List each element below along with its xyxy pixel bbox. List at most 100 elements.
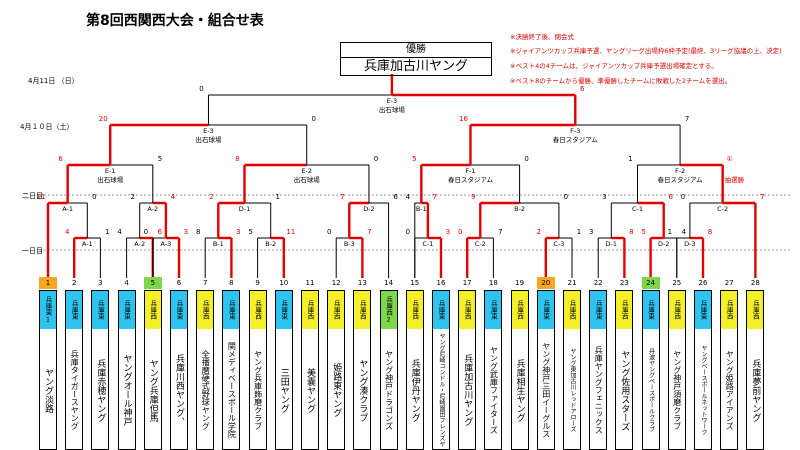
team-box: 兵庫西ヤング湊クラブ: [353, 290, 372, 450]
score-left: 8: [195, 228, 201, 236]
score-left: 4: [117, 228, 122, 236]
team-name: ヤング佐用スターズ: [619, 349, 630, 431]
match-label: B-1: [212, 240, 224, 248]
team-name: ヤング武庫ファイターズ: [489, 346, 499, 434]
match-label: E-3: [203, 127, 214, 135]
champion-label: 優勝: [340, 42, 492, 57]
team-box: 兵庫西美嚢ヤング: [301, 290, 319, 450]
team-number: 19: [515, 279, 525, 287]
score-left: 1: [667, 228, 673, 236]
score-right: 5: [157, 155, 163, 163]
team-number: 6: [176, 279, 182, 287]
team-box: 兵庫西兵庫伊丹ヤング: [405, 290, 424, 450]
team-box: 兵庫東ヤングオール神戸: [117, 290, 136, 450]
score-left: 9: [471, 193, 476, 201]
match-label: D-1: [605, 240, 618, 248]
score-left: 5: [412, 155, 417, 163]
score-right: 6: [580, 85, 585, 93]
match-label: B-2: [265, 240, 277, 248]
champion-name: 兵庫加古川ヤング: [340, 57, 492, 76]
score-left: 8: [235, 155, 240, 163]
team-category: 兵庫東: [118, 291, 135, 329]
score-left: 0: [405, 228, 411, 236]
team-name: 兵庫赤穂ヤング: [95, 358, 106, 422]
team-category: 兵庫東: [642, 291, 659, 329]
team-name: ヤング湊クラブ: [357, 358, 368, 422]
match-label: A-2: [134, 240, 146, 248]
team-category: 兵庫東1: [40, 291, 56, 329]
team-name: ヤング東加古川レッドアローズ: [569, 348, 576, 432]
team-box: 兵庫西姫路東ヤング: [327, 290, 346, 450]
score-left: 0: [199, 85, 204, 93]
team-number: 16: [436, 279, 446, 287]
team-box: 兵庫西ヤング佐用スターズ: [615, 290, 634, 450]
team-name: ヤング神戸三田イーグルス: [541, 342, 551, 438]
team-box: 兵庫東ヤングベースボールネットワーク: [694, 290, 712, 450]
score-left: 5: [641, 228, 646, 236]
team-category: 兵庫西: [616, 291, 633, 329]
team-number: 18: [488, 279, 498, 287]
match-label: D-2: [363, 205, 375, 213]
team-category: 兵庫東: [223, 291, 240, 329]
team-number: 14: [384, 279, 394, 287]
note-2: ※ジャイアンツカップ兵庫予選、ヤングリーグ出場枠6枠予定(最終、3リーグ協議の上…: [510, 47, 782, 55]
team-category: 兵庫西: [328, 291, 345, 329]
team-box: 兵庫東兵庫川西ヤング、: [170, 290, 188, 450]
team-name: 兵庫伊丹ヤング: [409, 358, 420, 422]
team-category: 兵庫西: [747, 291, 764, 329]
score-right: 8: [629, 228, 634, 236]
match-label: C-1: [422, 240, 434, 248]
level-day2: 二日目: [22, 192, 43, 200]
score-left: 20: [98, 115, 108, 123]
score-right: 0: [524, 155, 529, 163]
team-name: ヤング神戸ドラゴンズ: [384, 350, 394, 430]
score-left: 2: [130, 193, 135, 201]
team-name: ヤング兵庫但馬: [147, 358, 158, 422]
team-number: 1: [39, 277, 57, 289]
team-box: 兵庫東兵庫赤穂ヤング: [91, 290, 110, 450]
note-1: ※決勝終了後、閉会式: [510, 33, 574, 41]
match-venue: 出石球場: [378, 106, 405, 114]
team-box: 兵庫東丹波ヤングベースボールクラブ: [641, 290, 660, 450]
team-name: ヤング尼崎コンドル・尼崎園田フレンズヤング連合: [438, 333, 445, 447]
team-category: 兵庫西: [668, 291, 685, 329]
team-box: 兵庫東兵庫ヤングフェニックス: [589, 290, 608, 450]
score-right: 3: [183, 228, 189, 236]
score-right: 7: [760, 193, 765, 201]
match-label: B-3: [343, 240, 355, 248]
team-category: 兵庫西2: [380, 291, 397, 329]
team-category: 兵庫西: [406, 291, 423, 329]
match-label: B-1: [415, 205, 427, 213]
score-right: 3: [445, 228, 451, 236]
team-category: 兵庫西: [564, 291, 580, 329]
team-name: ヤング兵庫飾磨クラブ: [253, 350, 263, 430]
team-box: 兵庫東ヤング武庫ファイターズ: [484, 290, 503, 450]
team-number: 20: [536, 277, 555, 289]
score-right: 1: [576, 228, 582, 236]
score-right: 0: [563, 193, 569, 201]
team-number: 10: [279, 279, 289, 287]
score-left: 7: [340, 193, 345, 201]
note-4: ※ベスト8のチームから優勝、準優勝したチームに敗戦した2チームを選出。: [510, 77, 732, 85]
score-right: 0: [311, 115, 316, 123]
team-name: 兵庫タイガースヤング: [70, 350, 80, 430]
score-right: 7: [684, 115, 690, 123]
team-number: 3: [98, 279, 103, 287]
team-category: 兵庫西: [354, 291, 371, 329]
team-number: 9: [255, 279, 260, 287]
team-name: ヤングベースボールネットワーク: [700, 345, 707, 435]
score-left: 3: [588, 228, 594, 236]
team-number: 12: [331, 279, 341, 287]
match-label: F-3: [570, 127, 581, 135]
score-right: 7: [432, 193, 438, 201]
team-box: 兵庫西2 ヤング神戸ドラゴンズ: [379, 290, 398, 450]
match-label: F-1: [465, 167, 476, 175]
match-venue: 出石球場: [293, 176, 320, 184]
team-box: 兵庫西ヤング兵庫但馬: [143, 290, 162, 450]
team-category: 兵庫西: [721, 291, 738, 329]
page-title: 第8回西関西大会・組合せ表: [86, 13, 264, 29]
match-venue: 春日スタジアム: [657, 176, 703, 184]
team-number: 23: [619, 279, 629, 287]
date-round2: 4月１０日（土）: [20, 123, 74, 131]
